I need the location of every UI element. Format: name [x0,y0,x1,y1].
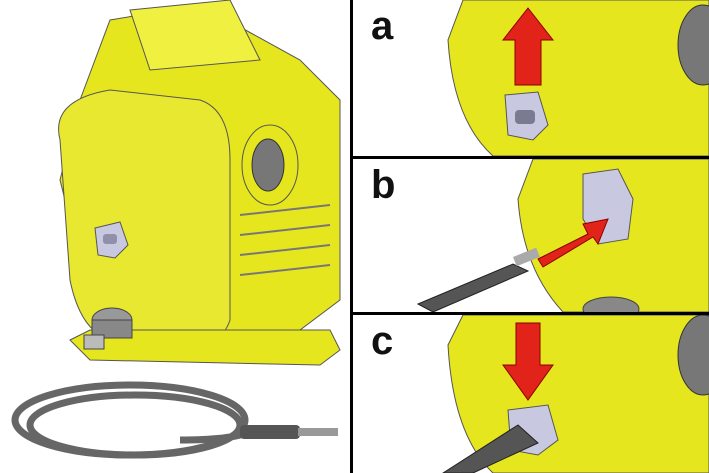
step-c-panel: c [353,315,709,473]
step-a-drawing [447,0,709,156]
vertical-divider [350,0,353,473]
pressure-washer-drawing [11,0,341,459]
step-c-drawing [442,315,709,473]
hose [11,381,252,459]
arrow-diagonal-icon [537,218,609,268]
hose-connector [416,263,530,312]
horizontal-divider [353,156,709,159]
hose [442,424,539,473]
step-label: a [371,4,394,48]
arrow-up-icon [501,7,555,86]
step-label: b [371,163,396,207]
step-label: c [371,319,394,363]
arrow-down-icon [502,322,554,401]
horizontal-divider [353,312,709,315]
step-b-drawing [416,159,709,312]
overview-illustration [0,0,350,473]
step-a-panel: a [353,0,709,156]
step-b-panel: b [353,159,709,312]
hose-connector [240,425,300,439]
